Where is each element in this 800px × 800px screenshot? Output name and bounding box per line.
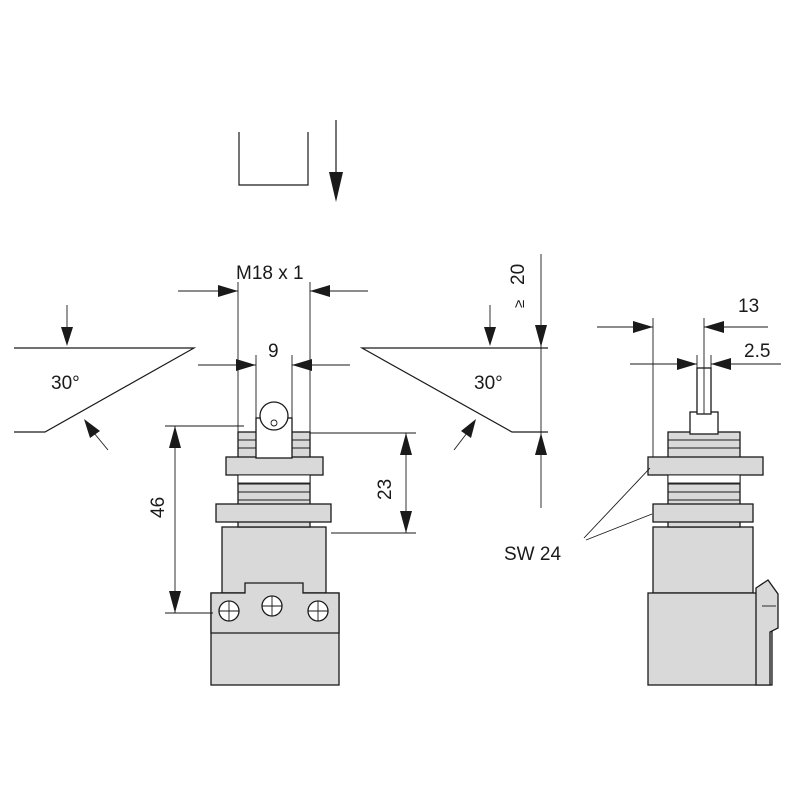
height-23-label: 23 (375, 479, 396, 500)
dimension-travel-20: 20 ≥ (508, 254, 547, 508)
wrench-size-callout: SW 24 (504, 467, 653, 565)
thread-label: M18 x 1 (236, 263, 304, 284)
wrench-size-label: SW 24 (504, 544, 561, 565)
screw-icon (218, 600, 240, 622)
actuation-symbol (238, 120, 343, 202)
actuation-arrow-icon (329, 172, 343, 202)
dimension-height-23: 23 (310, 432, 416, 534)
screw-icon (261, 595, 283, 617)
dimension-width-13: 13 (597, 296, 768, 457)
cam-right: 30° (359, 305, 548, 451)
dimension-width-2-5: 2.5 (630, 341, 781, 370)
width-13-label: 13 (738, 296, 759, 317)
screw-icon (307, 600, 329, 622)
dimension-height-46: 46 (148, 425, 244, 614)
dimension-thread-m18: M18 x 1 (178, 263, 368, 432)
cam-left: 30° (14, 305, 197, 451)
travel-20-label: 20 (508, 264, 529, 285)
width-9-label: 9 (268, 341, 279, 362)
dimension-width-9: 9 (198, 341, 350, 418)
angle-right-label: 30° (474, 373, 503, 394)
height-46-label: 46 (148, 497, 169, 518)
travel-qualifier-label: ≥ (511, 300, 528, 308)
switch-front-view (210, 401, 340, 686)
angle-left-label: 30° (51, 373, 80, 394)
switch-side-view (647, 367, 779, 686)
width-2-5-label: 2.5 (744, 341, 770, 362)
